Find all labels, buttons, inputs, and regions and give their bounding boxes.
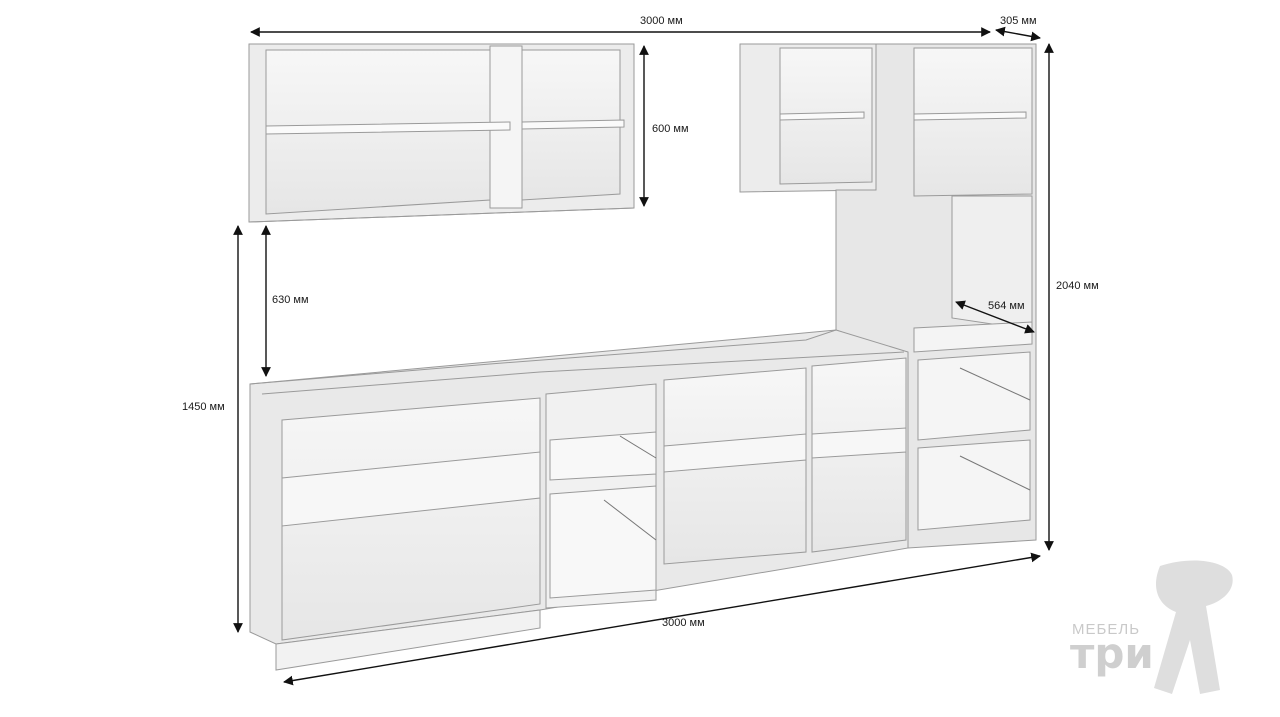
tall-column-cabinet	[835, 43, 1037, 549]
label-wall-cabinet-height: 600 мм	[652, 123, 689, 135]
dim-line-column-depth	[955, 300, 1035, 334]
dimension-lines	[233, 26, 1054, 686]
wall-cabinet-right	[739, 43, 877, 193]
label-column-depth: 564 мм	[988, 300, 1025, 312]
logo-figure-icon	[1154, 560, 1233, 694]
label-total-width-bottom: 3000 мм	[662, 617, 705, 629]
label-total-width-top: 3000 мм	[640, 15, 683, 27]
dim-line-depth-top	[995, 26, 1041, 42]
wall-cabinet-left	[248, 43, 635, 223]
label-gap-height: 630 мм	[272, 294, 309, 306]
label-depth-top: 305 мм	[1000, 15, 1037, 27]
brand-logo: МЕБЕЛЬ три	[1070, 560, 1233, 694]
logo-small-text: МЕБЕЛЬ	[1072, 621, 1140, 638]
dim-line-total-bottom	[283, 552, 1041, 686]
label-column-height: 2040 мм	[1056, 280, 1099, 292]
base-cabinets	[249, 329, 909, 671]
label-base-height: 1450 мм	[182, 401, 225, 413]
logo-big-text: три	[1070, 629, 1154, 678]
